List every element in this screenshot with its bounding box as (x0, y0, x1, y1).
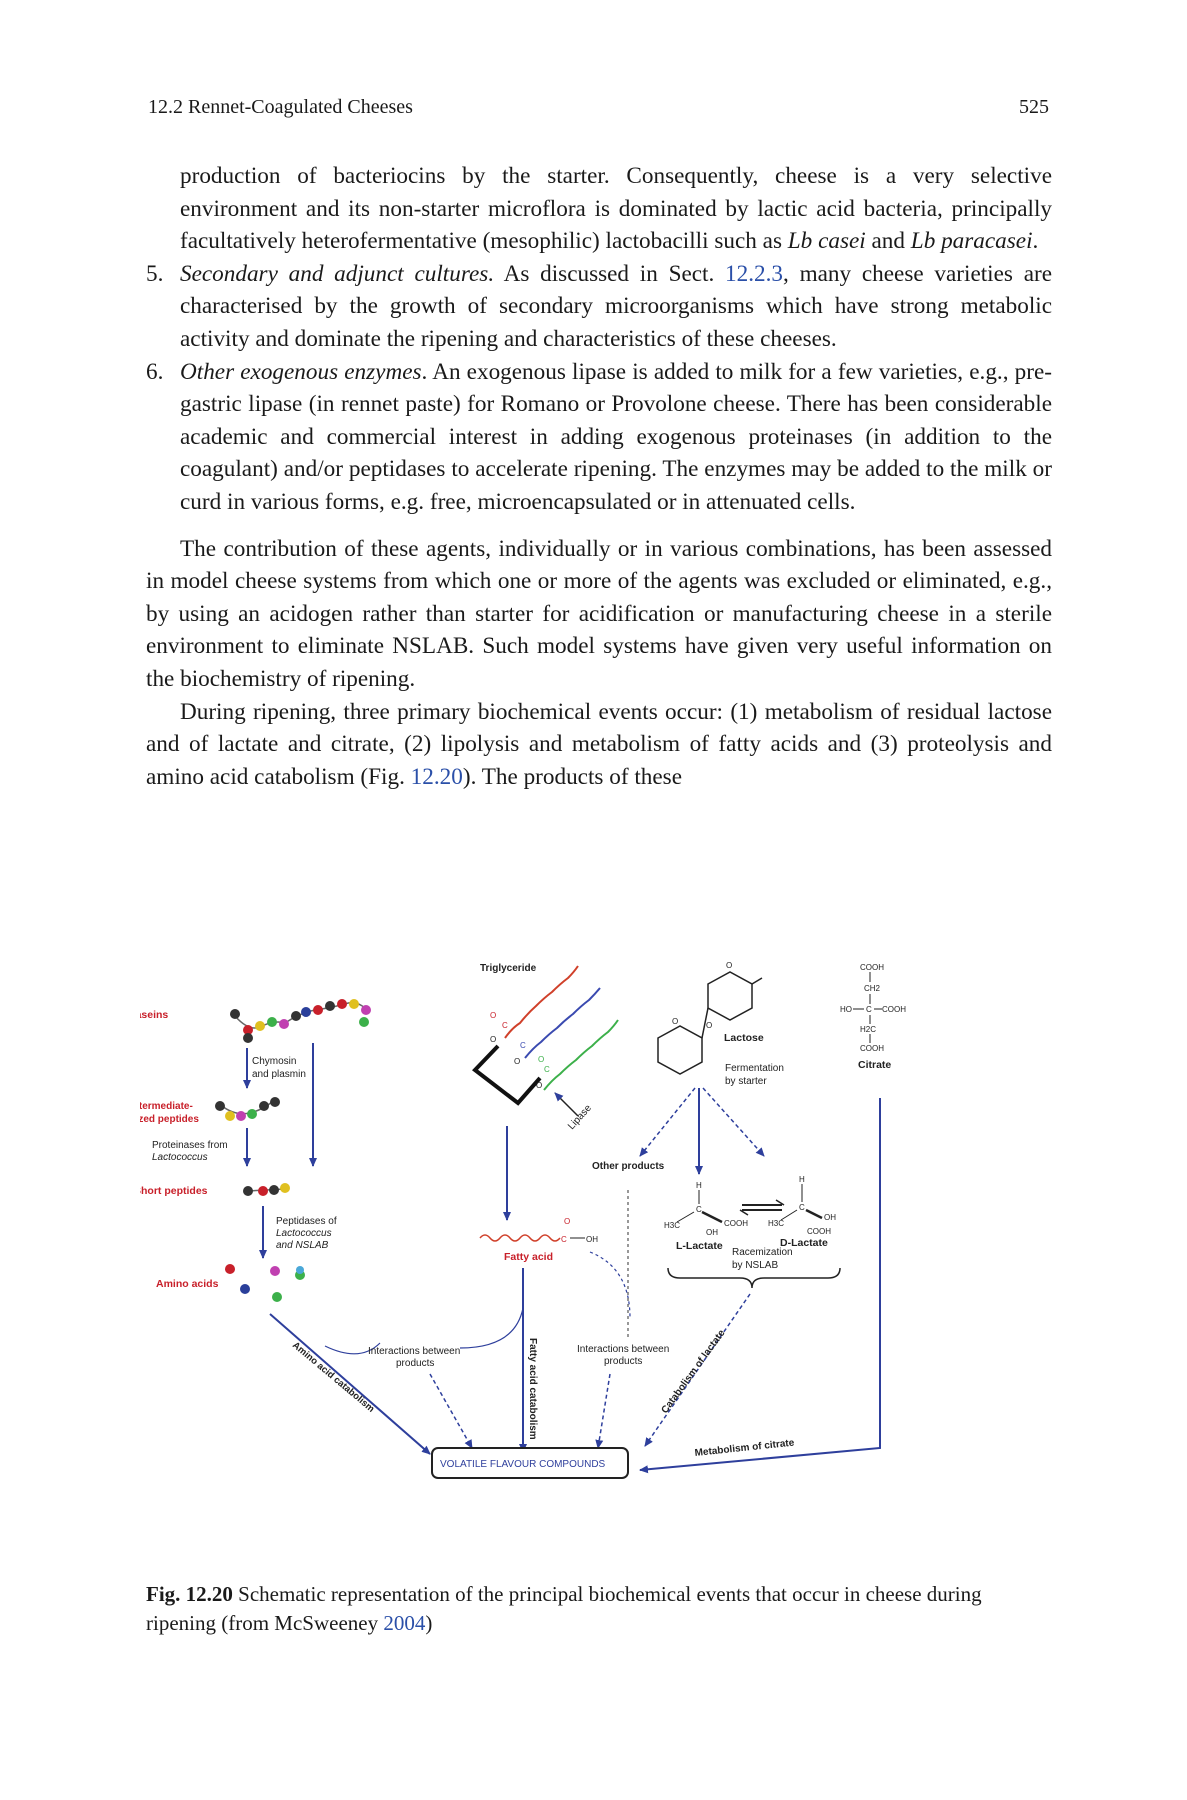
section-title: 12.2 Rennet-Coagulated Cheeses (148, 96, 413, 118)
svg-text:Interactions between: Interactions between (577, 1344, 669, 1355)
svg-text:Lactococcus: Lactococcus (152, 1152, 208, 1163)
svg-text:Chymosin: Chymosin (252, 1056, 296, 1067)
volatile-flavour-box (431, 1447, 629, 1479)
other-products-label: Other products (592, 1161, 665, 1172)
triglyceride-molecule (472, 965, 619, 1106)
svg-text:OH: OH (706, 1228, 718, 1237)
svg-text:COOH: COOH (860, 963, 884, 972)
svg-text:C: C (696, 1205, 702, 1214)
figure-caption: Fig. 12.20 Schematic representation of t… (146, 1582, 982, 1635)
svg-text:Catabolism of lactate: Catabolism of lactate (660, 1328, 728, 1416)
lactose-molecule (657, 971, 763, 1075)
body-text: production of bacteriocins by the starte… (146, 160, 1052, 793)
svg-text:H3C: H3C (664, 1221, 680, 1230)
list-item-continued: production of bacteriocins by the starte… (180, 163, 1052, 255)
svg-text:and plasmin: and plasmin (252, 1069, 306, 1080)
caseins-label: Caseins (140, 1009, 168, 1021)
section-link[interactable]: 12.2.3 (725, 260, 784, 287)
figure-diagram: Caseins Chymosin and plasmin Intermediat… (140, 961, 906, 1479)
figure-label: Fig. 12.20 (146, 1582, 233, 1606)
svg-text:O: O (514, 1057, 520, 1066)
triglyceride-label: Triglyceride (480, 963, 537, 974)
svg-text:H3C: H3C (768, 1219, 784, 1228)
list-item-title: Secondary and adjunct cultures. (180, 260, 495, 287)
list-item-title: Other exogenous enzymes (180, 358, 422, 385)
svg-text:Amino acid catabolism: Amino acid catabolism (290, 1340, 376, 1415)
svg-text:Fatty acid catabolism: Fatty acid catabolism (527, 1338, 538, 1440)
citrate-label: Citrate (858, 1059, 891, 1071)
paragraph: During ripening, three primary biochemic… (146, 698, 1052, 790)
svg-text:O: O (490, 1011, 496, 1020)
svg-text:by NSLAB: by NSLAB (732, 1260, 778, 1271)
svg-text:C: C (866, 1005, 872, 1014)
svg-text:C: C (561, 1235, 567, 1244)
reference-link[interactable]: 2004 (383, 1611, 426, 1635)
svg-text:Interactions between: Interactions between (368, 1346, 460, 1357)
d-lactate-label: D-Lactate (780, 1237, 828, 1249)
svg-text:sized peptides: sized peptides (140, 1114, 199, 1125)
casein-molecule (230, 999, 371, 1043)
svg-text:O: O (564, 1217, 570, 1226)
svg-text:C: C (502, 1021, 508, 1030)
svg-text:HO: HO (840, 1005, 852, 1014)
svg-text:C: C (799, 1203, 805, 1212)
svg-text:H2C: H2C (860, 1025, 876, 1034)
svg-text:OH: OH (824, 1213, 836, 1222)
svg-text:Lactococcus: Lactococcus (276, 1228, 332, 1239)
svg-text:Racemization: Racemization (732, 1247, 793, 1258)
short-peptides-label: Short peptides (140, 1185, 208, 1197)
svg-text:COOH: COOH (724, 1219, 748, 1228)
amino-acids-label: Amino acids (156, 1278, 219, 1290)
svg-text:Peptidases of: Peptidases of (276, 1216, 337, 1227)
svg-text:O: O (536, 1081, 542, 1090)
list-number: 5. (146, 260, 164, 287)
fatty-acid-label: Fatty acid (504, 1251, 553, 1263)
svg-text:Lipase: Lipase (566, 1102, 594, 1132)
svg-text:C: C (520, 1041, 526, 1050)
svg-text:H: H (799, 1175, 805, 1184)
svg-text:CH2: CH2 (864, 984, 881, 993)
svg-text:O: O (490, 1035, 496, 1044)
short-peptide (243, 1183, 290, 1196)
l-lactate-label: L-Lactate (676, 1240, 723, 1252)
svg-text:O: O (726, 961, 732, 970)
paragraph: The contribution of these agents, indivi… (146, 535, 1052, 692)
intermediate-peptide (215, 1097, 280, 1121)
lactose-label: Lactose (724, 1032, 764, 1044)
svg-text:OH: OH (586, 1235, 598, 1244)
svg-text:COOH: COOH (882, 1005, 906, 1014)
figure-link[interactable]: 12.20 (410, 763, 463, 790)
svg-text:products: products (604, 1356, 642, 1367)
list-item-5: 5. Secondary and adjunct cultures. As di… (146, 258, 1052, 356)
list-item-6: 6. Other exogenous enzymes. An exogenous… (146, 356, 1052, 519)
volatile-flavour-label: VOLATILE FLAVOUR COMPOUNDS (440, 1459, 606, 1470)
svg-text:O: O (706, 1021, 712, 1030)
svg-text:H: H (696, 1181, 702, 1190)
list-number: 6. (146, 358, 164, 385)
svg-text:Fermentation: Fermentation (725, 1063, 784, 1074)
page-number: 525 (1019, 96, 1049, 118)
running-header: 12.2 Rennet-Coagulated Cheeses 525 (148, 96, 1049, 119)
svg-text:Intermediate-: Intermediate- (140, 1101, 193, 1112)
svg-text:Proteinases from: Proteinases from (152, 1140, 228, 1151)
svg-text:and NSLAB: and NSLAB (276, 1240, 329, 1251)
svg-text:COOH: COOH (807, 1227, 831, 1236)
svg-text:Metabolism of citrate: Metabolism of citrate (694, 1438, 795, 1459)
svg-text:C: C (544, 1065, 550, 1074)
amino-acids (225, 1264, 305, 1302)
svg-text:O: O (538, 1055, 544, 1064)
svg-text:O: O (672, 1017, 678, 1026)
svg-text:products: products (396, 1358, 434, 1369)
svg-text:COOH: COOH (860, 1044, 884, 1053)
svg-text:by starter: by starter (725, 1076, 767, 1087)
